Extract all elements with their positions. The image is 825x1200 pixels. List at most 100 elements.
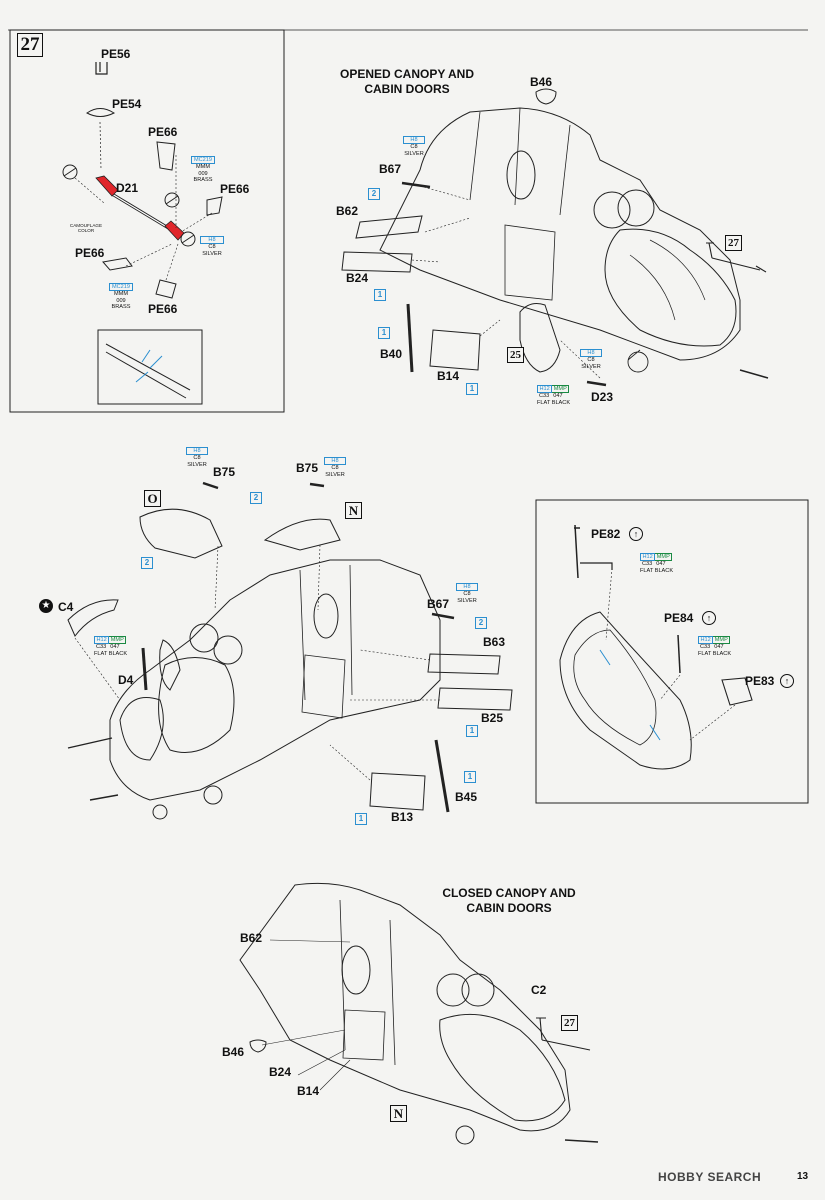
opened-title-line2: CABIN DOORS [364,82,450,96]
paint-c8: C8 [331,465,339,472]
closed-title-line1: CLOSED CANOPY AND [442,886,576,900]
paint-mmm-num: 009 [198,170,208,177]
paint-h8: H8 [186,447,208,456]
paint-mmp: MMP [108,635,127,645]
paint-c8: C8 [410,144,418,151]
paint-code-brass-bottom: MC219 MMM 009 BRASS [109,283,133,311]
step-ref-25: 25 [507,347,524,363]
flip-icon: ↑ [780,674,794,688]
paint-mmp-num: 047 [714,644,724,651]
label-b24-bottom: B24 [269,1065,292,1079]
paint-code-silver-b75-left: H8 C8 SILVER [186,447,208,468]
paint-c33: C33 [96,644,107,651]
paint-mmp: MMP [712,635,731,645]
color-box-2: 2 [250,492,262,504]
paint-brass: BRASS [111,304,131,311]
marker-n-top: N [345,502,362,519]
label-pe66-top: PE66 [148,125,178,139]
paint-c33: C33 [700,644,711,651]
paint-code-silver-d21: H8 C8 SILVER [200,236,224,257]
label-b46-top: B46 [530,75,553,89]
paint-brass: BRASS [193,177,213,184]
color-box-1: 1 [466,383,478,395]
paint-code-flat-black-pe84: H12 MMP C33 047 FLAT BLACK [697,635,732,657]
paint-c33: C33 [642,561,653,568]
color-box-2: 2 [141,557,153,569]
color-box-1: 1 [378,327,390,339]
paint-flat-black: FLAT BLACK [537,399,571,406]
paint-code-silver-b67: H8 C8 SILVER [403,136,425,157]
step-panel-frame [9,29,285,413]
label-c2: C2 [531,983,547,997]
step-number: 27 [17,33,43,57]
paint-h12: H12 [697,635,714,645]
paint-mmm-num: 009 [116,297,126,304]
color-box-1: 1 [466,725,478,737]
label-pe66-bottom: PE66 [148,302,178,316]
paint-code-brass-top: MC219 MMM 009 BRASS [191,156,215,184]
color-box-2: 2 [475,617,487,629]
label-b75-right: B75 [296,461,319,475]
paint-silver: SILVER [202,250,222,257]
paint-silver: SILVER [404,150,424,157]
paint-c8: C8 [587,357,595,364]
label-c4: C4 [58,600,74,614]
label-b63: B63 [483,635,506,649]
paint-mmp: MMP [551,384,570,394]
marker-n-bottom: N [390,1105,407,1122]
label-b67-top: B67 [379,162,402,176]
label-pe66-left: PE66 [75,246,105,260]
paint-h8: H8 [580,349,602,358]
watermark: HOBBY SEARCH [658,1170,762,1184]
paint-mmm: MMM [114,291,128,298]
color-box-1: 1 [374,289,386,301]
star-icon: ★ [39,599,53,613]
step-ref-27-bottom: 27 [561,1015,578,1031]
paint-mmp: MMP [654,552,673,562]
closed-title-line2: CABIN DOORS [466,901,552,915]
paint-h8: H8 [200,236,224,245]
color-box-1: 1 [464,771,476,783]
paint-silver: SILVER [325,471,345,478]
label-b13: B13 [391,810,414,824]
paint-code-silver-b67-mid: H8 C8 SILVER [456,583,478,604]
paint-mmp-num: 047 [553,393,563,400]
label-b25: B25 [481,711,504,725]
paint-h8: H8 [324,457,346,466]
paint-h8: H8 [403,136,425,145]
paint-h8: H8 [456,583,478,592]
label-b46-bottom: B46 [222,1045,245,1059]
label-d4: D4 [118,673,134,687]
paint-silver: SILVER [187,461,207,468]
paint-silver: SILVER [457,597,477,604]
flip-icon: ↑ [702,611,716,625]
paint-c8: C8 [463,591,471,598]
label-d23: D23 [591,390,614,404]
label-pe82: PE82 [591,527,621,541]
opened-title: OPENED CANOPY AND CABIN DOORS [332,67,482,97]
inset-panel-frame [535,499,809,804]
label-b14-top: B14 [437,369,460,383]
paint-h12: H12 [639,552,656,562]
label-b24-top: B24 [346,271,369,285]
paint-mmm: MMM [196,164,210,171]
paint-code-flat-black-pe82: H12 MMP C33 047 FLAT BLACK [639,552,673,574]
label-b62-top: B62 [336,204,359,218]
label-b67-mid: B67 [427,597,450,611]
paint-silver: SILVER [581,363,601,370]
paint-mmp-num: 047 [110,644,120,651]
paint-mc219: MC219 [109,283,133,292]
color-box-1: 1 [355,813,367,825]
label-b45: B45 [455,790,478,804]
label-b40: B40 [380,347,403,361]
paint-mmp-num: 047 [656,561,666,568]
camouflage-note: CAMOUFLAGE COLOR [69,223,103,233]
opened-title-line1: OPENED CANOPY AND [339,67,475,81]
label-pe84: PE84 [664,611,694,625]
paint-flat-black: FLAT BLACK [698,650,732,657]
label-b62-bottom: B62 [240,931,263,945]
page-number: 13 [797,1171,809,1182]
flip-icon: ↑ [629,527,643,541]
